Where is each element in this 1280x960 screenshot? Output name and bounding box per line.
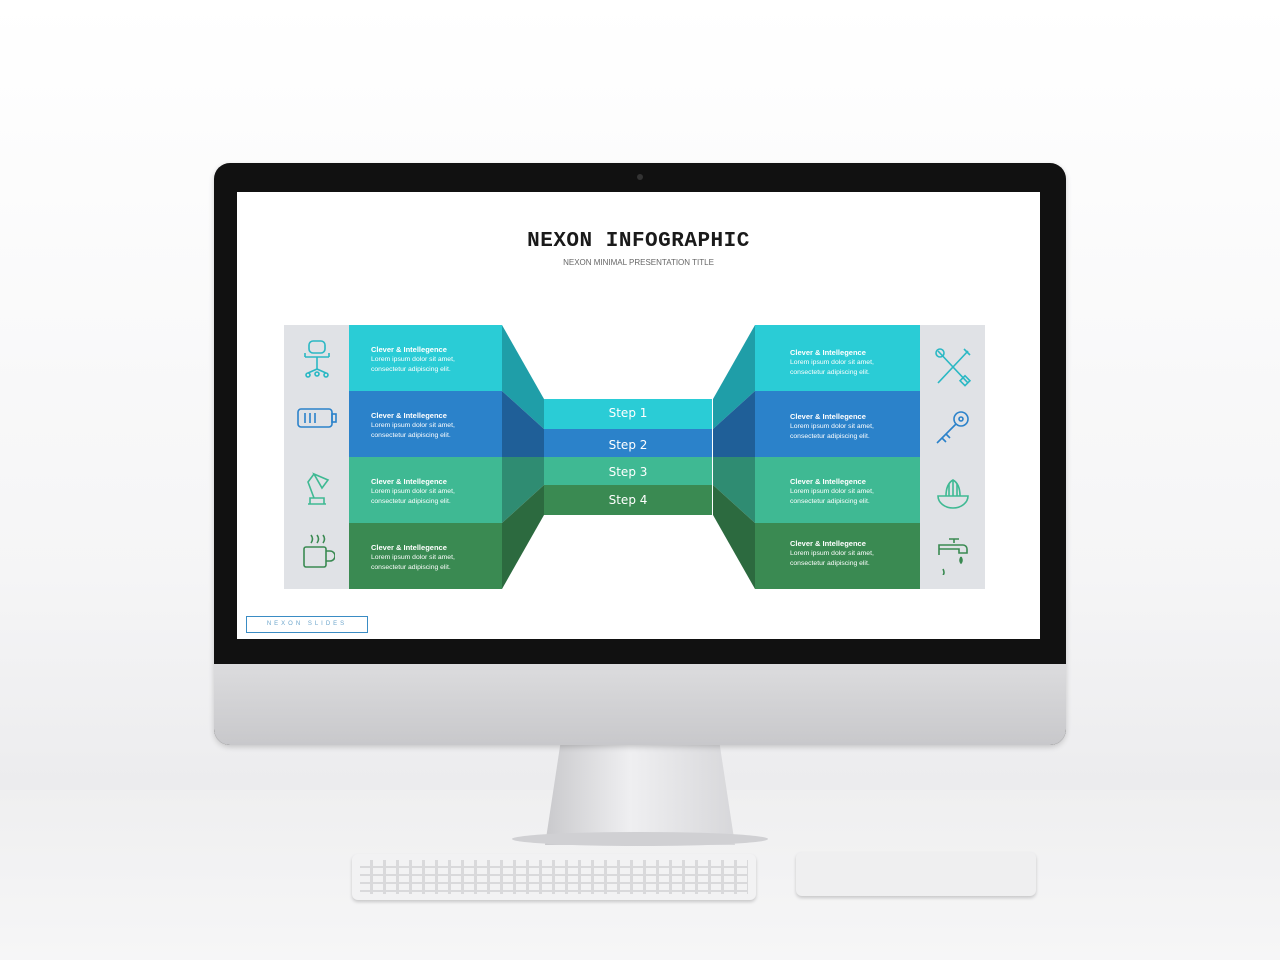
right-box-4-heading: Clever & Intellegence xyxy=(790,539,866,548)
right-icon-column xyxy=(920,325,985,589)
key-icon xyxy=(920,397,985,457)
left-box-1-body-line1: Lorem ipsum dolor sit amet, xyxy=(371,356,455,363)
faucet-icon xyxy=(920,525,985,585)
right-box-3-body-line1: Lorem ipsum dolor sit amet, xyxy=(790,488,874,495)
left-box-4-body-line1: Lorem ipsum dolor sit amet, xyxy=(371,554,455,561)
left-box-4: Clever & Intellegence Lorem ipsum dolor … xyxy=(349,523,502,589)
right-box-4-body-line1: Lorem ipsum dolor sit amet, xyxy=(790,550,874,557)
left-icon-column xyxy=(284,325,349,589)
step-band-1: Step 1 xyxy=(544,399,712,429)
desk-lamp-icon xyxy=(284,458,349,518)
left-box-2-heading: Clever & Intellegence xyxy=(371,411,447,420)
left-box-1: Clever & Intellegence Lorem ipsum dolor … xyxy=(349,325,502,391)
left-box-3-body-line2: consectetur adipiscing elit. xyxy=(371,498,451,505)
step-band-4: Step 4 xyxy=(544,485,712,515)
right-box-2-body-line2: consectetur adipiscing elit. xyxy=(790,433,870,440)
left-box-4-heading: Clever & Intellegence xyxy=(371,543,447,552)
right-box-1-heading: Clever & Intellegence xyxy=(790,348,866,357)
keyboard xyxy=(352,854,756,900)
left-box-1-body-line2: consectetur adipiscing elit. xyxy=(371,366,451,373)
juicer-icon xyxy=(920,462,985,522)
slide-screen: NEXON INFOGRAPHIC NEXON MINIMAL PRESENTA… xyxy=(237,192,1040,639)
left-box-1-heading: Clever & Intellegence xyxy=(371,345,447,354)
right-box-3-heading: Clever & Intellegence xyxy=(790,477,866,486)
right-box-1: Clever & Intellegence Lorem ipsum dolor … xyxy=(755,325,920,391)
camera-icon xyxy=(637,174,643,180)
monitor-stand xyxy=(545,745,735,845)
monitor-base xyxy=(512,832,768,846)
step-band-2: Step 2 xyxy=(544,429,712,457)
office-chair-icon xyxy=(284,329,349,389)
right-box-4: Clever & Intellegence Lorem ipsum dolor … xyxy=(755,523,920,589)
right-box-3-body-line2: consectetur adipiscing elit. xyxy=(790,498,870,505)
right-box-2: Clever & Intellegence Lorem ipsum dolor … xyxy=(755,391,920,457)
right-box-3: Clever & Intellegence Lorem ipsum dolor … xyxy=(755,457,920,523)
right-box-1-body-line1: Lorem ipsum dolor sit amet, xyxy=(790,359,874,366)
trackpad xyxy=(796,852,1036,896)
tools-icon xyxy=(920,337,985,397)
right-box-1-body-line2: consectetur adipiscing elit. xyxy=(790,369,870,376)
right-box-2-heading: Clever & Intellegence xyxy=(790,412,866,421)
right-box-2-body-line1: Lorem ipsum dolor sit amet, xyxy=(790,423,874,430)
left-box-2-body-line1: Lorem ipsum dolor sit amet, xyxy=(371,422,455,429)
coffee-mug-icon xyxy=(284,521,349,581)
left-box-3-heading: Clever & Intellegence xyxy=(371,477,447,486)
left-box-2-body-line2: consectetur adipiscing elit. xyxy=(371,432,451,439)
right-box-4-body-line2: consectetur adipiscing elit. xyxy=(790,560,870,567)
left-box-4-body-line2: consectetur adipiscing elit. xyxy=(371,564,451,571)
keyboard-keys xyxy=(360,860,748,894)
left-box-3: Clever & Intellegence Lorem ipsum dolor … xyxy=(349,457,502,523)
monitor-chin xyxy=(214,664,1066,745)
step-band-3: Step 3 xyxy=(544,457,712,485)
left-box-2: Clever & Intellegence Lorem ipsum dolor … xyxy=(349,391,502,457)
footer-label: NEXON SLIDES xyxy=(246,616,368,633)
left-box-3-body-line1: Lorem ipsum dolor sit amet, xyxy=(371,488,455,495)
battery-icon xyxy=(284,388,349,448)
